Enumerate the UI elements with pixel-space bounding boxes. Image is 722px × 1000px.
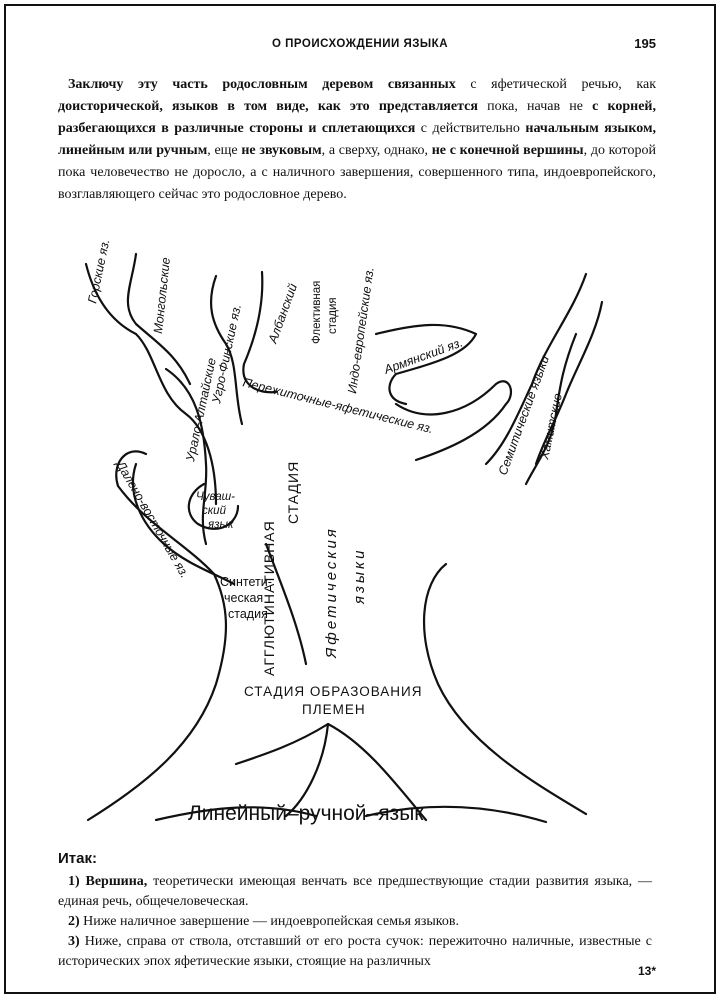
summary-item-2: 2) Ниже наличное завершение — индоевропе… <box>58 912 652 932</box>
branch-ural <box>164 367 208 546</box>
book-page: О ПРОИСХОЖДЕНИИ ЯЗЫКА 195 Заключу эту ча… <box>4 4 716 994</box>
label-dalnevost: Далено-восточные яз. <box>112 457 191 581</box>
branch-albanskiy <box>242 270 278 394</box>
label-agglut-2: СТАДИЯ <box>285 461 301 524</box>
branch-ugro <box>209 274 244 426</box>
branch-perezh-right <box>394 380 513 462</box>
trunk-left-outline <box>86 572 228 822</box>
branch-semitic-inner <box>534 300 604 466</box>
branch-gorskie <box>84 262 218 506</box>
summary-item-1-bold: 1) Вершина, <box>68 874 148 889</box>
root-right <box>326 722 428 822</box>
summary-item-2-bold: 2) <box>68 914 84 929</box>
intro-part12: , до которой пока человечество не доросл… <box>58 143 656 202</box>
summary-item-2-text: Ниже наличное завершение — индоевропейск… <box>83 914 459 929</box>
intro-part2: с яфетической речью, как <box>455 77 656 92</box>
intro-part11: не с конечной вершины <box>431 143 584 158</box>
ground-line <box>154 806 318 822</box>
intro-part9: не звуковым <box>241 143 322 158</box>
summary-item-3: 3) Ниже, справа от ствола, отставший от … <box>58 932 652 972</box>
signature-mark: 13* <box>637 964 656 978</box>
label-sint-2: ческая <box>224 591 263 605</box>
label-obraz-1: СТАДИЯ ОБРАЗОВАНИЯ <box>244 684 422 699</box>
label-ural-altai: Урало-Алтайские <box>183 357 219 464</box>
trunk-right-outline <box>422 562 588 816</box>
branch-armyanskiy <box>374 323 478 406</box>
label-indoevr: Индо-европейские яз. <box>345 266 377 394</box>
label-hamitskie: Хамитские <box>537 392 565 462</box>
label-chuvash-3: язык <box>207 519 234 531</box>
intro-part7: начальным языком, линейным или ручным <box>58 121 656 158</box>
intro-paragraph: Заключу эту часть родословным деревом св… <box>58 74 656 206</box>
summary-title: Итак: <box>58 850 97 867</box>
label-perezhitochnye: Пережиточные-яфетические яз. <box>241 375 434 436</box>
page-number: 195 <box>634 36 656 51</box>
branch-mongol <box>126 252 192 386</box>
summary-item-1: 1) Вершина, теоретически имеющая венчать… <box>58 872 652 912</box>
label-mongolskie: Монгольские <box>151 257 173 335</box>
branch-far-left <box>115 450 216 576</box>
summary-item-3-bold: 3) <box>68 934 85 949</box>
ground-line-right <box>364 805 548 824</box>
intro-part5: с корней, разбегающихся в различные стор… <box>58 99 657 136</box>
label-yafeticheskiya: Яфетическия <box>323 526 340 659</box>
branch-hamit <box>524 332 578 486</box>
branch-chuvash <box>187 482 240 530</box>
label-gorskie: Горские яз. <box>85 238 112 305</box>
label-flektivnaya: Флективная <box>311 281 323 344</box>
language-family-tree: Горские яз. Монгольские Урало-Алтайские … <box>84 238 604 825</box>
branch-semitic <box>484 272 588 466</box>
label-chuvash-2: ский <box>202 505 227 517</box>
summary-list: 1) Вершина, теоретически имеющая венчать… <box>58 872 652 972</box>
intro-part1: Заключу эту часть родословным деревом св… <box>68 77 456 92</box>
summary-item-3-text: Ниже, справа от ствола, отставший от его… <box>58 934 652 969</box>
label-yazyki: языки <box>351 548 368 605</box>
label-armyanskiy: Армянский яз. <box>381 335 465 377</box>
label-sint-3: стадия <box>228 607 268 621</box>
intro-part4: пока, начав не <box>477 99 593 114</box>
trunk-inner-curve <box>264 542 308 666</box>
intro-part6: с действительно <box>415 121 526 136</box>
summary-item-1-text: теоретически имеющая венчать все предшес… <box>58 874 652 909</box>
label-agglut-1: АГГЛЮТИНАТИВНАЯ <box>261 520 277 676</box>
running-title: О ПРОИСХОЖДЕНИИ ЯЗЫКА <box>271 38 448 50</box>
label-albanskiy: Албанский <box>265 282 300 346</box>
intro-part3: доисторической, языков в том виде, как э… <box>58 99 478 114</box>
label-chuvash-1: Чуваш- <box>196 491 235 503</box>
label-lineyniy: Линейный–ручной–язык <box>188 802 424 825</box>
intro-part8: , еще <box>207 143 242 158</box>
label-obraz-2: ПЛЕМЕН <box>302 702 366 717</box>
label-stadiya-flekt: стадия <box>327 297 339 334</box>
branch-dalnevost <box>131 462 236 586</box>
intro-part10: , а сверху, однако, <box>321 143 432 158</box>
label-sint-1: Синтети- <box>220 575 272 589</box>
